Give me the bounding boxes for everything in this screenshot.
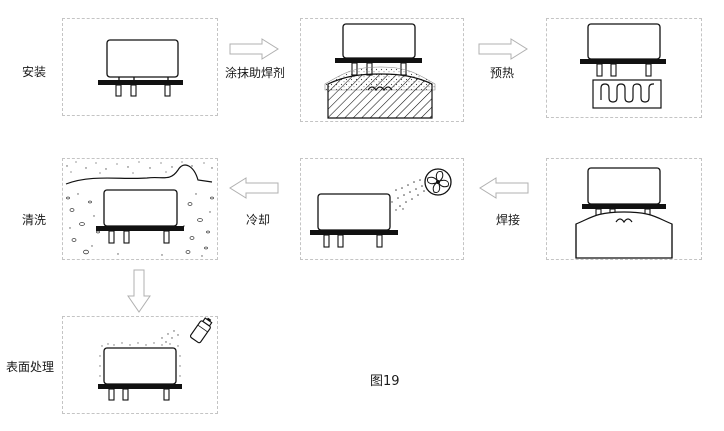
- figure-caption: 图19: [370, 374, 400, 389]
- arrow-right-icon: [229, 38, 279, 60]
- relay-component-preheat: [580, 23, 666, 109]
- relay-component-solder: [575, 167, 673, 259]
- relay-component-flux: [324, 23, 436, 119]
- relay-component-surface: [98, 330, 182, 401]
- step-label-flux: 涂抹助焊剂: [225, 66, 286, 80]
- arrow-down-icon: [127, 269, 151, 313]
- relay-component-install: [98, 39, 183, 97]
- step-label-surface: 表面处理: [6, 360, 55, 374]
- step-label-preheat: 预热: [490, 66, 515, 80]
- relay-component-cool: [310, 179, 425, 248]
- step-label-install: 安装: [22, 65, 47, 79]
- arrow-right-icon: [478, 38, 528, 60]
- fan-icon: [424, 168, 452, 196]
- arrow-left-icon: [479, 177, 529, 199]
- spray-can-icon: [189, 317, 213, 344]
- step-label-clean: 清洗: [22, 213, 47, 227]
- relay-component-clean: [65, 161, 214, 257]
- step-label-solder: 焊接: [496, 213, 521, 227]
- step-label-cool: 冷却: [246, 213, 271, 227]
- arrow-left-icon: [229, 177, 279, 199]
